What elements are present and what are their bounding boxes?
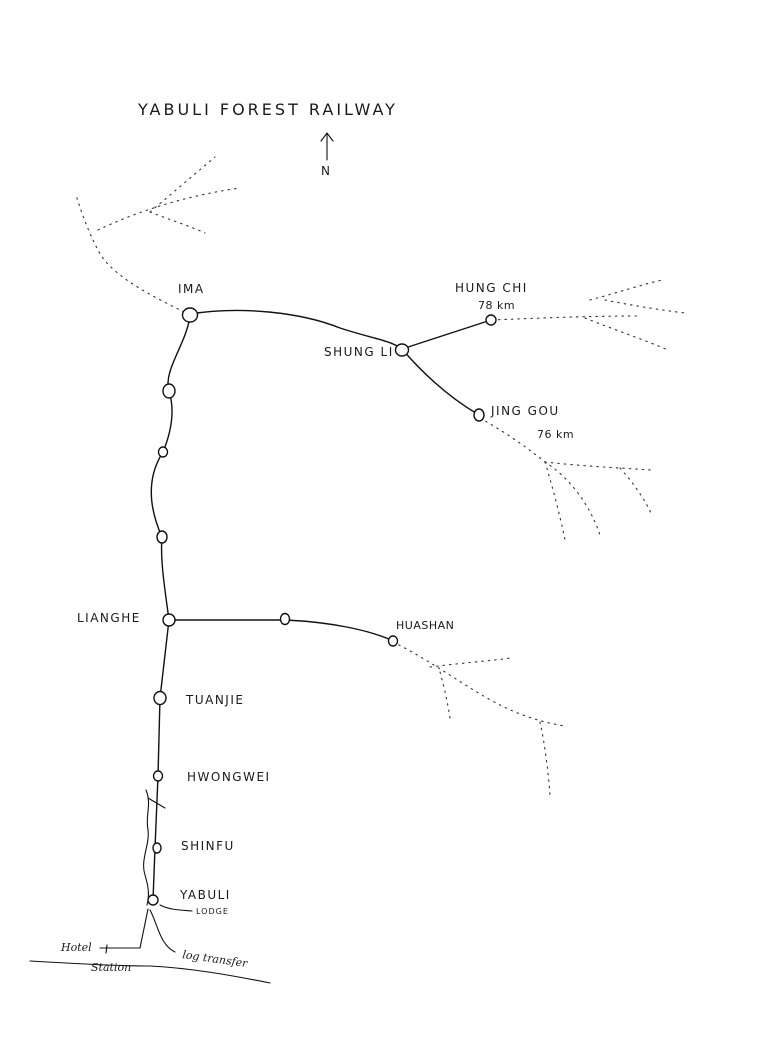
label-station: Station	[91, 961, 131, 974]
label-tuanjie: TUANJIE	[185, 693, 244, 707]
line-shungli-hungchi	[401, 319, 492, 350]
spur-lodge	[159, 904, 193, 912]
node-ima	[181, 307, 199, 323]
label-hotel: Hotel	[60, 941, 92, 954]
label-hwongwei: HWONGWEI	[187, 770, 271, 784]
label-jing-gou: JING GOU	[490, 404, 560, 418]
dotted-tracks-huashan	[392, 641, 566, 796]
label-yabuli: YABULI	[179, 888, 231, 902]
river	[143, 789, 150, 906]
spur-log-transfer	[149, 909, 176, 953]
label-huashan: HUASHAN	[396, 619, 454, 632]
dotted-tracks-hung-chi	[491, 279, 686, 351]
dotted-tracks-jing-gou	[479, 417, 653, 541]
node-unnamed-2	[157, 446, 169, 458]
map-title: YABULI FOREST RAILWAY	[137, 100, 398, 119]
node-unnamed-1	[162, 383, 176, 399]
label-hung-chi: HUNG CHI	[455, 281, 528, 295]
node-hung-chi	[485, 314, 497, 326]
label-shungli: SHUNG LI	[324, 345, 394, 359]
node-shungli	[394, 343, 410, 357]
line-lianghe-huashan	[168, 619, 394, 642]
node-unnamed-4	[279, 612, 291, 626]
node-huashan	[387, 635, 399, 647]
node-jing-gou	[473, 408, 485, 422]
label-lianghe: LIANGHE	[77, 611, 141, 625]
label-jing-gou-km: 76 km	[537, 428, 574, 441]
node-hwongwei	[152, 770, 164, 782]
main-line	[150, 315, 191, 901]
line-shungli-jinggou	[401, 348, 480, 416]
label-log-transfer: log transfer	[182, 948, 249, 970]
node-tuanjie	[153, 690, 167, 706]
station-nodes	[147, 307, 497, 906]
label-shinfu: SHINFU	[181, 839, 235, 853]
spur-hotel	[99, 908, 149, 949]
north-arrow-icon	[320, 132, 334, 161]
node-lianghe	[162, 613, 176, 627]
label-lodge: LODGE	[196, 907, 229, 916]
dotted-tracks-ima	[75, 156, 241, 313]
station-line	[29, 960, 271, 984]
node-shinfu	[152, 842, 162, 854]
label-hung-chi-km: 78 km	[478, 299, 515, 312]
node-yabuli	[147, 894, 159, 906]
line-ima-shungli	[189, 309, 403, 350]
label-ima: IMA	[178, 282, 205, 296]
north-label: N	[321, 164, 331, 178]
node-unnamed-3	[156, 530, 168, 544]
